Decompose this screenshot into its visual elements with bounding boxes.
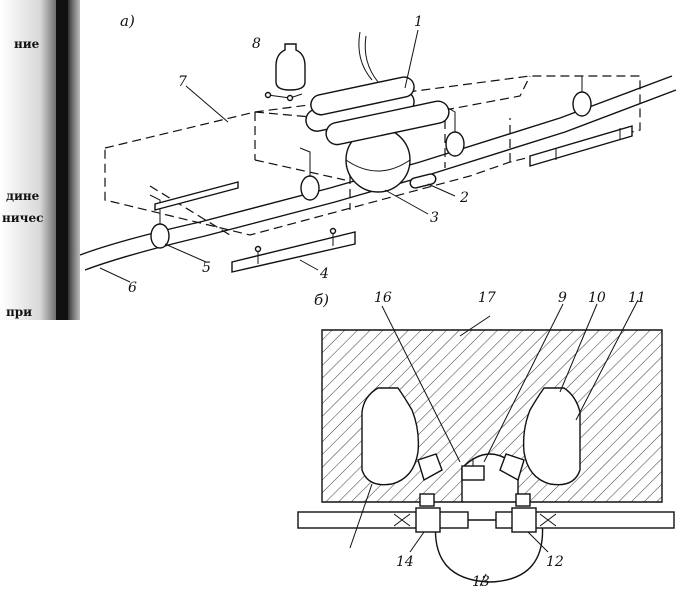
left-cavity (361, 387, 443, 486)
label-7: 7 (178, 74, 187, 90)
heat-exchanger-tubes (305, 31, 450, 146)
leader-lines-a (99, 29, 456, 283)
label-2: 2 (459, 190, 469, 206)
right-cavity (499, 387, 581, 486)
label-10: 10 (588, 290, 606, 306)
central-chamber (434, 458, 544, 583)
leader-lines-b (349, 299, 639, 587)
pipe-hangers (149, 76, 592, 249)
label-4: 4 (319, 266, 329, 282)
side-pipes (297, 493, 675, 533)
label-1: 1 (414, 14, 423, 30)
margin-text-4: при (6, 305, 32, 319)
label-17: 17 (478, 290, 496, 306)
label-6: 6 (128, 280, 137, 296)
figure-a: а) (79, 12, 677, 296)
label-11: 11 (628, 290, 646, 306)
margin-text-1: ние (14, 37, 40, 51)
label-13: 13 (472, 574, 490, 590)
label-5: 5 (202, 260, 211, 276)
label-8: 8 (252, 36, 261, 52)
gas-bottle (264, 43, 306, 102)
page-binding-strip: ние дине ничес при (0, 0, 80, 320)
figure-b-caption: б) (314, 291, 329, 309)
figure-a-caption: а) (120, 12, 135, 30)
figure-b: б) (297, 290, 675, 590)
margin-text-3: ничес (2, 211, 43, 225)
margin-text-2: дине (6, 189, 40, 203)
label-14: 14 (396, 554, 414, 570)
label-3: 3 (430, 210, 439, 226)
label-16: 16 (374, 290, 392, 306)
label-9: 9 (558, 290, 567, 306)
floor-plates (154, 125, 633, 273)
label-12: 12 (546, 554, 564, 570)
